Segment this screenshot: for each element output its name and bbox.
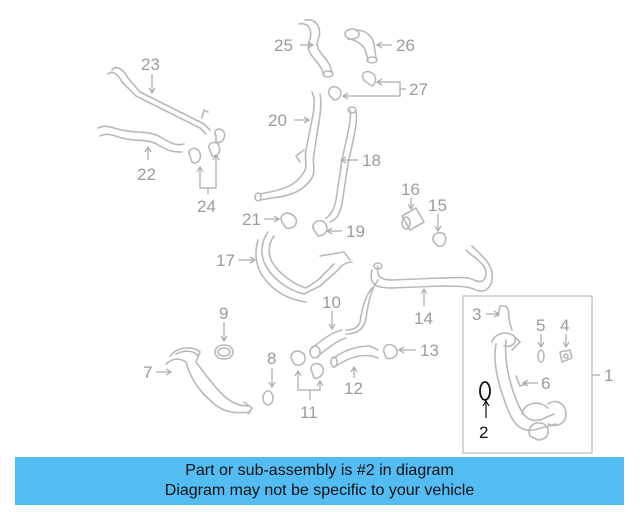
callout-6: 6	[541, 374, 550, 393]
banner-line-1: Part or sub-assembly is #2 in diagram	[185, 462, 454, 479]
callout-14: 14	[414, 309, 433, 328]
callout-16: 16	[401, 180, 420, 199]
part-27-clamps	[327, 70, 377, 101]
callout-19: 19	[346, 222, 365, 241]
part-8-o-ring	[262, 390, 274, 406]
part-10-hose	[309, 329, 347, 359]
callout-27: 27	[409, 80, 428, 99]
part-21-clamp	[280, 212, 298, 230]
part-7-pipe	[165, 347, 253, 415]
callout-7: 7	[143, 363, 152, 382]
info-banner: Part or sub-assembly is #2 in diagram Di…	[15, 457, 624, 505]
part-26-elbow-hose	[344, 28, 378, 64]
part-11-clamps	[290, 350, 325, 380]
parts-diagram: 1 2 3 4 5 6 7 8 9 10 11 12 13 14 15 16 1…	[97, 19, 613, 454]
part-5-washer	[537, 349, 545, 363]
callout-24: 24	[197, 197, 216, 216]
part-15-clamp	[432, 231, 447, 248]
callout-20: 20	[268, 111, 287, 130]
part-16-sleeve	[401, 207, 425, 231]
callout-12: 12	[344, 379, 363, 398]
callout-25: 25	[274, 36, 293, 55]
callout-23: 23	[141, 55, 160, 74]
callout-11: 11	[300, 403, 318, 422]
callout-3: 3	[472, 305, 481, 324]
part-22-hose	[97, 125, 185, 153]
callout-13: 13	[420, 341, 439, 360]
part-12-hose	[330, 345, 379, 368]
callout-8: 8	[267, 349, 276, 368]
part-23-pipe	[107, 66, 211, 135]
callout-15: 15	[428, 196, 447, 215]
callout-22: 22	[137, 165, 156, 184]
callout-4: 4	[560, 316, 569, 335]
part-13-clamp	[382, 343, 398, 360]
part-4-sensor	[559, 349, 573, 363]
callout-21: 21	[242, 210, 261, 229]
callout-10: 10	[322, 293, 341, 312]
part-3-bracket	[497, 305, 513, 331]
callout-5: 5	[536, 316, 545, 335]
callout-17: 17	[216, 251, 235, 270]
part-1-hose-assembly	[491, 332, 567, 441]
banner-line-2: Diagram may not be specific to your vehi…	[164, 482, 475, 499]
part-14-hose	[345, 245, 494, 335]
part-2-o-ring	[479, 381, 491, 401]
callout-2: 2	[479, 423, 488, 442]
callout-1: 1	[604, 366, 613, 385]
part-6-clip	[515, 375, 527, 387]
part-19-clamp	[312, 219, 328, 237]
callout-18: 18	[362, 151, 381, 170]
part-9-o-ring	[214, 344, 234, 360]
part-17-pipe	[255, 231, 353, 303]
part-18-pipe	[325, 106, 358, 223]
leader-lines	[144, 41, 600, 418]
callout-26: 26	[396, 36, 415, 55]
callout-9: 9	[219, 304, 228, 323]
part-20-hose	[254, 91, 322, 202]
part-25-hose	[298, 19, 334, 78]
